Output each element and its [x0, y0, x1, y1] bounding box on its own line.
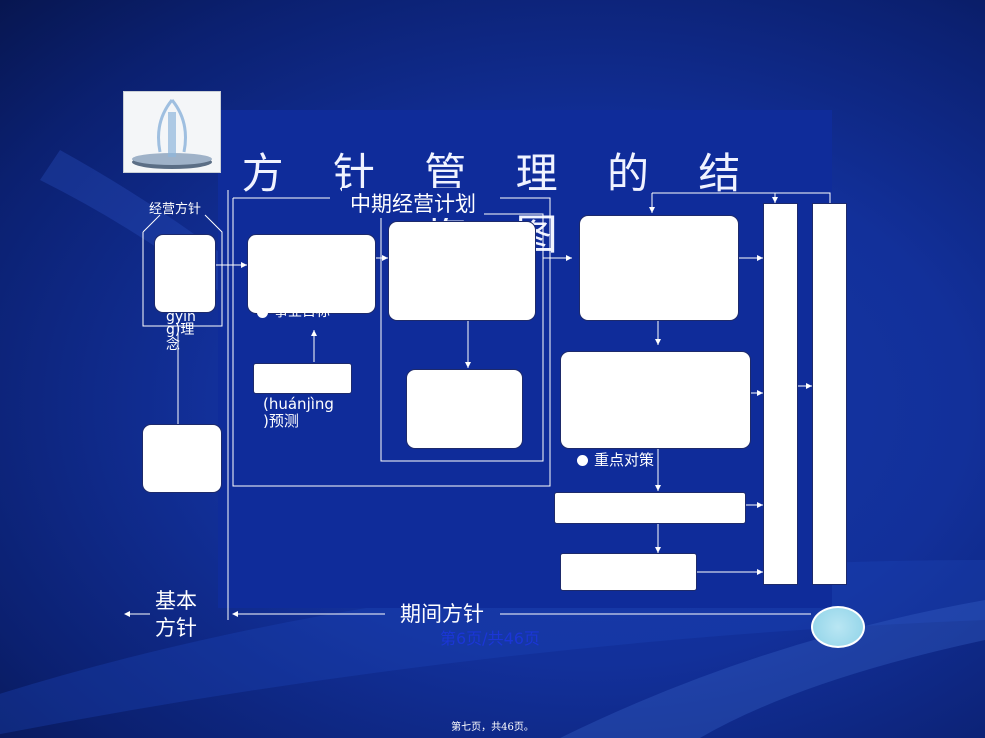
- page-indicator: 第6页/共46页: [440, 629, 540, 648]
- forecast-box: [253, 363, 352, 394]
- business-goal-label: 事业目标: [257, 305, 330, 320]
- period-policy-label: 期间方针: [400, 602, 484, 626]
- bullet-icon: [577, 455, 588, 466]
- implementation-box: [554, 492, 746, 524]
- plan-detail-box: [406, 369, 523, 449]
- review-box: [560, 553, 697, 591]
- environment-box: [142, 424, 222, 493]
- environment-forecast: )预测: [263, 412, 299, 430]
- annual-policy-box: [579, 215, 739, 321]
- fountain-image: [123, 91, 221, 173]
- basic-policy-label-1: 基本: [155, 589, 197, 613]
- bullet-icon: [257, 306, 268, 318]
- evaluation-column: [812, 203, 847, 585]
- concept-text-2: g)理: [166, 322, 195, 338]
- mid-term-plan-label: 中期经营计划: [342, 188, 484, 218]
- key-measures-label: 重点对策: [577, 453, 654, 468]
- business-concept-box: [154, 234, 216, 313]
- business-policy-label: 经营方针: [149, 202, 202, 217]
- page-footer: 第七页，共46页。: [451, 722, 534, 733]
- key-measures-box: [560, 351, 751, 449]
- business-goal-box: [247, 234, 376, 314]
- environment-pinyin: (huánjìng: [263, 395, 334, 413]
- plan-box: [388, 221, 536, 321]
- concept-text-3: 念: [166, 337, 180, 353]
- basic-policy-label-2: 方针: [155, 616, 197, 640]
- nav-circle-button[interactable]: [811, 606, 865, 648]
- concept-text-1: gyīn: [166, 309, 196, 325]
- execution-column: [763, 203, 798, 585]
